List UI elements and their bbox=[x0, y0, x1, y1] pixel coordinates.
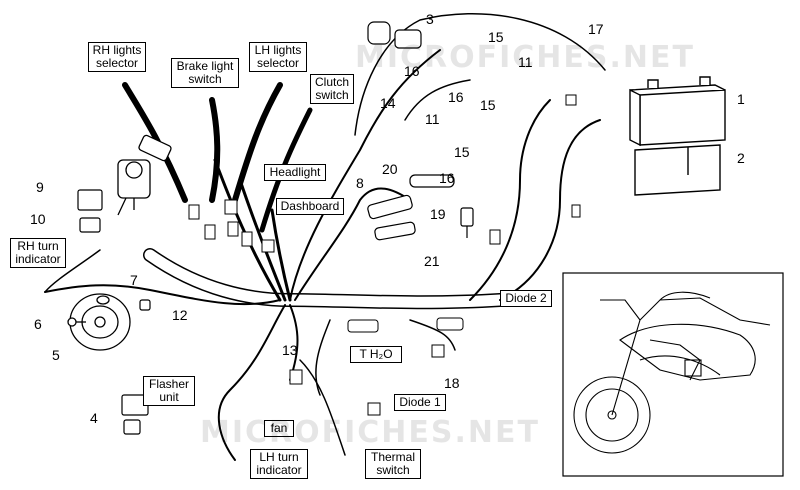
label-diode-2: Diode 2 bbox=[500, 290, 552, 307]
callout-11b: 11 bbox=[425, 111, 440, 127]
callout-18: 18 bbox=[444, 375, 460, 391]
callout-4: 4 bbox=[90, 410, 98, 426]
callout-15c: 15 bbox=[454, 144, 470, 160]
nut-12 bbox=[139, 299, 151, 311]
callout-16: 16 bbox=[404, 63, 420, 79]
label-dashboard: Dashboard bbox=[276, 198, 344, 215]
callout-15b: 15 bbox=[480, 97, 496, 113]
relay-9 bbox=[77, 189, 103, 211]
label-rh-lights-selector: RH lights selector bbox=[88, 42, 146, 72]
battery bbox=[629, 76, 726, 147]
label-clutch-switch: Clutch switch bbox=[310, 74, 354, 104]
watermark-top: MICROFICHES.NET bbox=[355, 40, 695, 75]
label-lh-lights-selector: LH lights selector bbox=[249, 42, 307, 72]
relay-10 bbox=[79, 217, 101, 233]
harness-branch bbox=[213, 158, 282, 302]
flasher-unit-part bbox=[121, 394, 149, 435]
callout-17: 17 bbox=[588, 21, 604, 37]
ignition-switch bbox=[117, 134, 172, 216]
callout-19: 19 bbox=[430, 206, 446, 222]
battery-case bbox=[634, 144, 721, 196]
callout-9: 9 bbox=[36, 179, 44, 195]
label-flasher-unit: Flasher unit bbox=[143, 376, 195, 406]
callout-10: 10 bbox=[30, 211, 46, 227]
horn bbox=[69, 293, 131, 351]
label-brake-light-switch: Brake light switch bbox=[171, 58, 239, 88]
callout-13: 13 bbox=[282, 342, 298, 358]
label-diode-1: Diode 1 bbox=[394, 394, 446, 411]
sensor-19 bbox=[460, 207, 474, 238]
screw-6 bbox=[67, 317, 86, 327]
callout-6: 6 bbox=[34, 316, 42, 332]
callout-20: 20 bbox=[382, 161, 398, 177]
callout-1: 1 bbox=[737, 91, 745, 107]
callout-16b: 16 bbox=[448, 89, 464, 105]
callout-14: 14 bbox=[380, 95, 396, 111]
label-t-h2o: T H₂O bbox=[350, 346, 402, 363]
connector bbox=[188, 94, 581, 416]
callout-21: 21 bbox=[424, 253, 440, 269]
watermark-bottom: MICROFICHES.NET bbox=[200, 415, 540, 450]
callout-8: 8 bbox=[356, 175, 364, 191]
callout-7: 7 bbox=[130, 272, 138, 288]
callout-15: 15 bbox=[488, 29, 504, 45]
callout-5: 5 bbox=[52, 347, 60, 363]
label-lh-turn-indicator: LH turn indicator bbox=[250, 449, 308, 479]
inset-frame bbox=[562, 272, 784, 477]
motorcycle-sketch bbox=[573, 291, 771, 454]
callout-12: 12 bbox=[172, 307, 188, 323]
label-thermal-switch: Thermal switch bbox=[365, 449, 421, 479]
fuse-holder-20 bbox=[409, 174, 455, 188]
fuse-holder-8 bbox=[367, 194, 413, 220]
part-3 bbox=[367, 21, 422, 49]
callout-11: 11 bbox=[518, 54, 533, 70]
callout-16c: 16 bbox=[439, 170, 455, 186]
callout-3: 3 bbox=[426, 11, 434, 27]
fuse-holder-21 bbox=[374, 221, 416, 241]
label-rh-turn-indicator: RH turn indicator bbox=[10, 238, 66, 268]
label-fan: fan bbox=[264, 420, 294, 437]
label-headlight: Headlight bbox=[264, 164, 326, 181]
callout-2: 2 bbox=[737, 150, 745, 166]
